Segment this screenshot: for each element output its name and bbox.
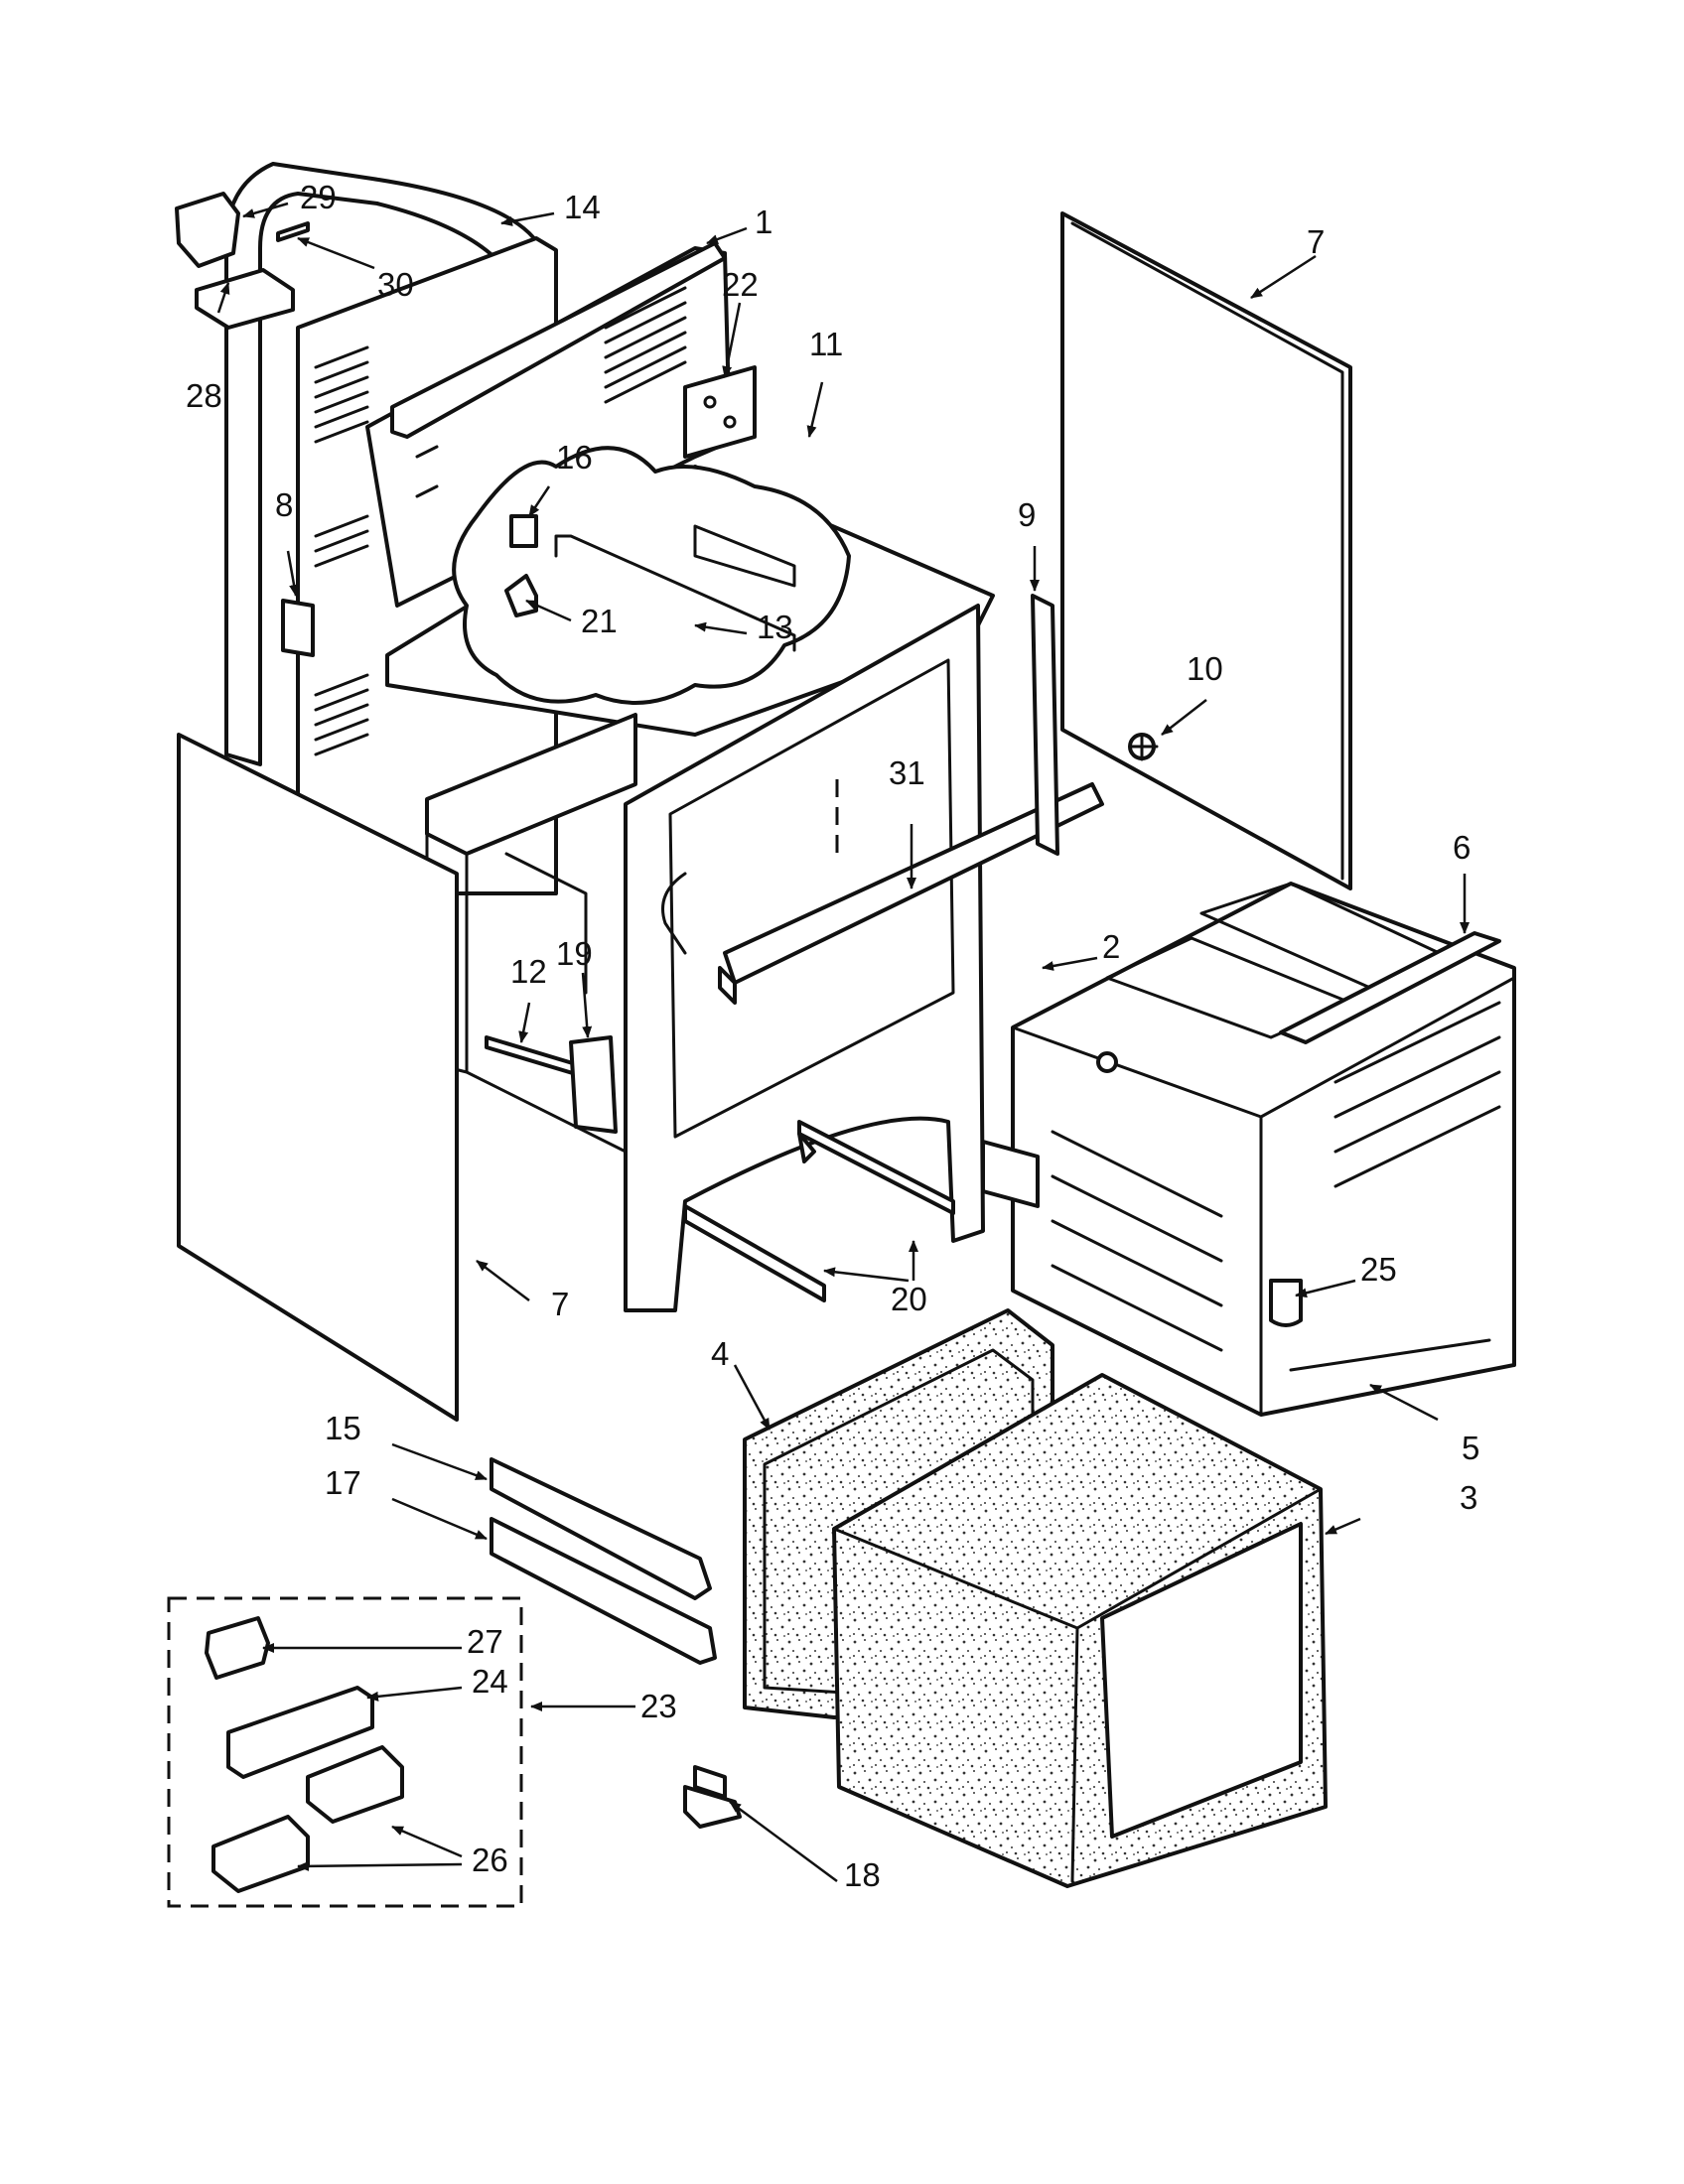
callout-28: 28: [186, 377, 222, 414]
callout-1: 1: [755, 204, 772, 240]
screw-part: [1128, 733, 1159, 761]
callout-13: 13: [757, 609, 793, 645]
block-part-26a: [211, 1815, 310, 1893]
callout-2: 2: [1102, 928, 1120, 965]
callout-18: 18: [844, 1856, 881, 1893]
callout-16: 16: [556, 439, 593, 476]
callout-8: 8: [275, 486, 293, 523]
left-bracket-part: [281, 599, 315, 657]
callout-31: 31: [889, 754, 925, 791]
callout-22: 22: [722, 266, 759, 303]
callout-12: 12: [510, 953, 547, 990]
rear-bracket-part: [569, 1035, 618, 1134]
callout-20: 20: [891, 1281, 927, 1317]
callout-24: 24: [472, 1663, 508, 1700]
callout-29: 29: [300, 179, 337, 215]
bottom-rail-part-b: [683, 1204, 826, 1302]
callout-9: 9: [1018, 496, 1036, 533]
insulation-blanket-part: [832, 1373, 1328, 1888]
leader-lines: [216, 202, 1470, 1883]
bottom-rail-part-a: [797, 1120, 955, 1215]
callout-23: 23: [640, 1688, 677, 1724]
callout-30: 30: [377, 266, 414, 303]
callout-14: 14: [564, 189, 601, 225]
callout-6: 6: [1453, 829, 1471, 866]
spring-part: [509, 514, 538, 548]
spacer-part-30: [276, 221, 310, 242]
callout-11: 11: [809, 326, 843, 362]
pad-part-28: [195, 268, 295, 330]
bracket-part-24: [226, 1686, 374, 1779]
callout-19: 19: [556, 935, 593, 972]
side-panel-left-part: [177, 733, 459, 1422]
callout-3: 3: [1460, 1479, 1477, 1516]
callout-21: 21: [581, 603, 618, 639]
clip-part-29: [175, 192, 240, 268]
callout-10: 10: [1187, 650, 1223, 687]
slide-rail-part-15: [490, 1457, 712, 1600]
callout-15: 15: [325, 1410, 361, 1446]
leveling-leg-part: [683, 1765, 742, 1829]
callout-7-left: 7: [551, 1286, 569, 1322]
switch-part-27: [205, 1616, 270, 1680]
callout-5: 5: [1462, 1430, 1479, 1466]
callout-27: 27: [467, 1623, 503, 1660]
oven-cavity-part: [981, 882, 1516, 1417]
slide-rail-part-17: [490, 1517, 717, 1665]
kit-23-box: [167, 1596, 523, 1908]
callout-7-right: 7: [1307, 223, 1325, 260]
callout-25: 25: [1360, 1251, 1397, 1288]
callout-17: 17: [325, 1464, 361, 1501]
side-bracket-part: [1031, 594, 1059, 856]
callout-26: 26: [472, 1842, 508, 1878]
side-panel-right-part: [1060, 211, 1352, 890]
chassis-top-frame-part: [365, 241, 732, 608]
callout-4: 4: [711, 1335, 729, 1372]
block-part-26b: [306, 1745, 404, 1824]
callout-labels: 1 2 3 4 5 6 7 7 8 9 10 11 12 13 14 15 16…: [186, 179, 1479, 1893]
